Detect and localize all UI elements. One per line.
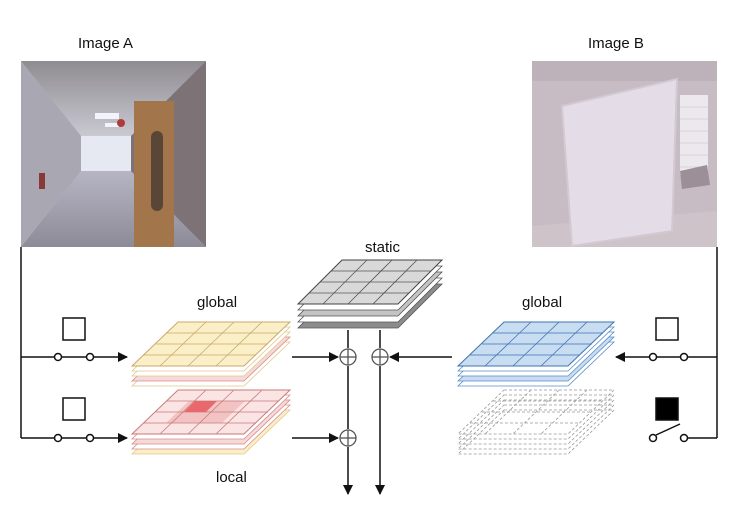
switch-open-icon [648,423,689,443]
empty-square-icon [62,317,86,341]
filled-square-icon [655,397,679,421]
static-label: static [365,239,401,256]
circled-plus-icon [371,348,389,366]
image-b-photo [532,61,717,247]
global-right-label: global [522,294,562,311]
left-wiring [20,247,128,443]
switch-closed-icon [53,433,95,443]
circled-plus-icon [339,348,357,366]
local-label: local [216,469,247,486]
local-feature-stack [130,389,292,455]
summation-wiring [292,330,452,495]
circled-plus-icon [339,429,357,447]
switch-closed-icon [53,352,95,362]
image-a-photo [21,61,206,247]
global-left-feature-stack [130,321,292,387]
static-feature-stack [296,259,444,329]
image-a-label: Image A [78,35,133,52]
right-wiring [615,247,718,439]
empty-square-icon [655,317,679,341]
global-right-feature-stack [456,321,616,387]
global-left-label: global [197,294,237,311]
image-b-label: Image B [588,35,644,52]
absent-local-feature-stack [457,389,615,455]
switch-closed-icon [648,352,689,362]
empty-square-icon [62,397,86,421]
